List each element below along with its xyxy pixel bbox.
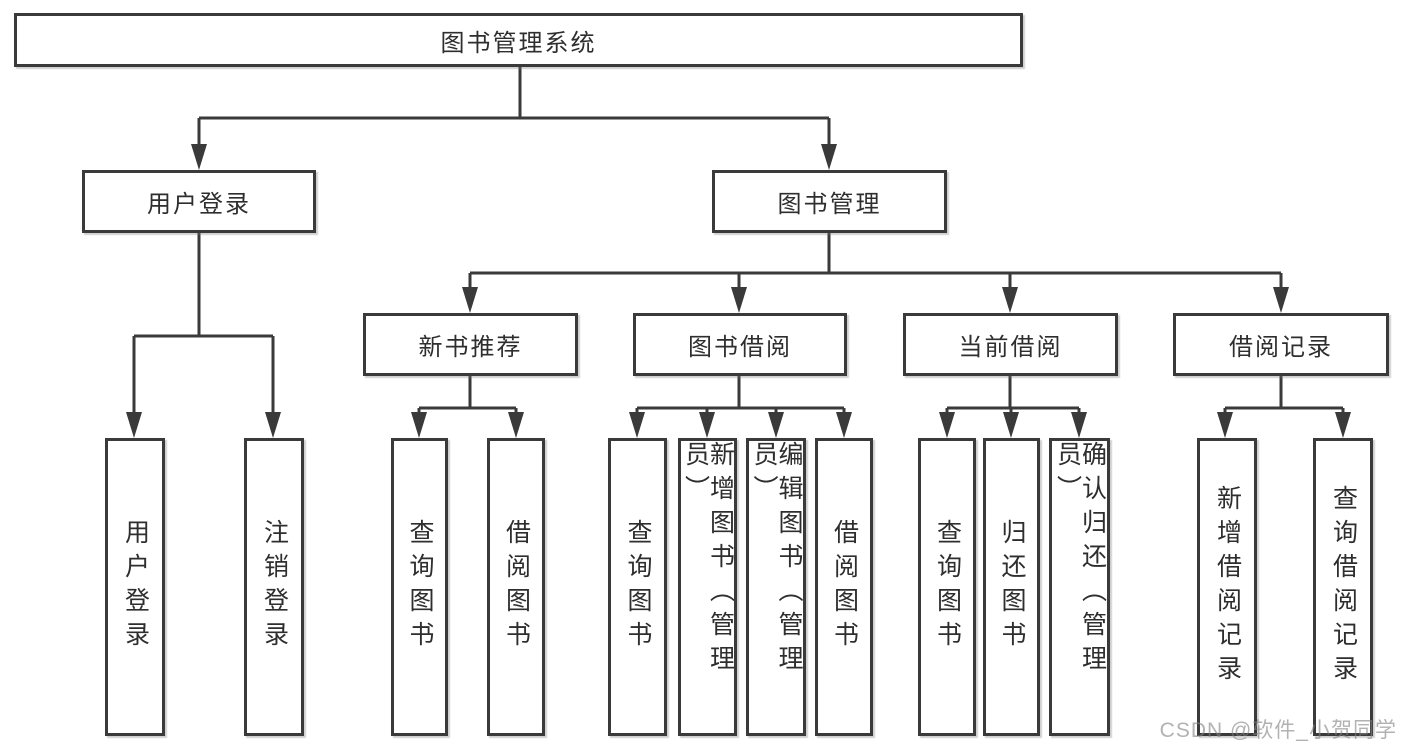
leaf-user-login: 用户登录 xyxy=(105,438,165,736)
node-library-system: 图书管理系统 xyxy=(14,13,1023,67)
node-current-borrow: 当前借阅 xyxy=(903,313,1118,376)
leaf-edit-book-admin: 编辑图书（管理员） xyxy=(746,438,806,736)
node-borrow-records: 借阅记录 xyxy=(1173,313,1389,376)
leaf-return-books: 归还图书 xyxy=(983,438,1040,736)
node-new-book-recommend: 新书推荐 xyxy=(363,313,578,376)
leaf-query-books-borrow: 查询图书 xyxy=(608,438,667,736)
node-user-login: 用户登录 xyxy=(82,170,316,233)
leaf-query-books-recommend: 查询图书 xyxy=(391,438,448,736)
leaf-query-books-current: 查询图书 xyxy=(918,438,976,736)
node-book-borrow: 图书借阅 xyxy=(633,313,847,376)
node-book-management: 图书管理 xyxy=(712,170,947,233)
leaf-logout: 注销登录 xyxy=(244,438,304,736)
watermark: CSDN @软件_小贺同学 xyxy=(1159,719,1397,742)
leaf-borrow-books-borrow: 借阅图书 xyxy=(815,438,873,736)
leaf-add-borrow-record: 新增借阅记录 xyxy=(1197,438,1257,736)
leaf-query-borrow-record: 查询借阅记录 xyxy=(1313,438,1373,736)
leaf-add-book-admin: 新增图书（管理员） xyxy=(678,438,737,736)
leaf-borrow-books-recommend: 借阅图书 xyxy=(487,438,545,736)
leaf-confirm-return-admin: 确认归还（管理员） xyxy=(1049,438,1110,736)
